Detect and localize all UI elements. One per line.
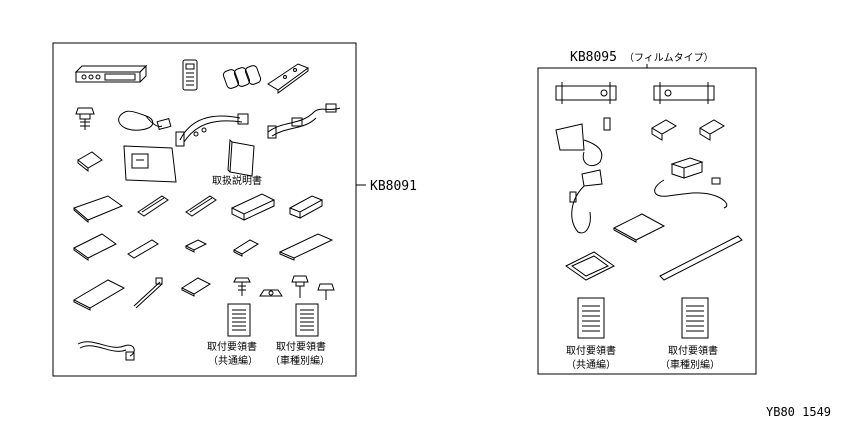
figure-id: YB80 1549	[766, 405, 831, 419]
install-manual-vehicle-icon	[295, 303, 319, 337]
bracket-plate-icon	[555, 82, 617, 104]
small-pad-icon	[184, 239, 208, 253]
screw-icon	[233, 277, 251, 296]
wire-harness-icon	[175, 113, 249, 147]
coiled-cord-icon	[77, 341, 135, 361]
left-install-vehicle-title: 取付要領書	[276, 340, 326, 353]
left-install-vehicle-sub: （車種別編）	[270, 354, 330, 367]
film-antenna-icon	[555, 117, 611, 167]
install-manual-common-icon	[577, 297, 605, 339]
small-card-icon	[77, 151, 103, 173]
block-icon	[288, 195, 324, 219]
left-manual-label: 取扱説明書	[212, 174, 262, 187]
antenna-amplifier-icon	[654, 157, 728, 209]
right-install-vehicle-sub: （車種別編）	[660, 358, 720, 371]
bolt-washer-icon	[291, 275, 309, 298]
power-cable-icon	[267, 103, 341, 139]
film-sheet-icon	[73, 233, 117, 261]
mounting-bracket-icon	[267, 63, 310, 94]
box-icon	[230, 193, 276, 221]
protective-pouch-icon	[565, 251, 615, 281]
cover-sheet-icon	[72, 279, 126, 311]
double-sided-tape-icon	[180, 277, 212, 297]
film-antenna-icon	[569, 169, 603, 234]
right-install-common-sub: （共通編）	[566, 358, 616, 371]
small-strip-icon	[127, 239, 159, 259]
gps-antenna-icon	[118, 110, 172, 131]
install-manual-vehicle-icon	[681, 297, 709, 339]
sheet-icon	[123, 145, 177, 183]
film-sheet-large-icon	[73, 195, 124, 224]
batteries-icon	[222, 65, 262, 89]
tape-icon	[232, 239, 260, 257]
film-sheet-icon	[612, 213, 666, 243]
right-kit-variant: （フィルムタイプ）	[624, 52, 714, 64]
connector-clip-icon	[651, 119, 677, 141]
bolt-icon	[317, 283, 335, 300]
right-kit-code: KB8095	[570, 50, 617, 65]
left-kit-frame	[52, 42, 357, 377]
bolt-icon	[75, 107, 95, 130]
panel-icon	[278, 233, 334, 261]
navigation-unit-icon	[74, 64, 148, 83]
right-install-vehicle-title: 取付要領書	[668, 344, 718, 357]
bracket-plate-icon	[653, 82, 715, 104]
nut-icon	[259, 289, 283, 297]
remote-control-icon	[182, 59, 198, 91]
right-install-common-title: 取付要領書	[566, 344, 616, 357]
instruction-manual-icon	[227, 138, 255, 177]
right-kit-frame	[537, 67, 757, 375]
strip-icon	[137, 195, 169, 217]
install-manual-common-icon	[227, 303, 251, 337]
connector-clip-icon	[699, 119, 725, 141]
left-install-common-sub: （共通編）	[208, 354, 258, 367]
left-kit-code: KB8091	[370, 179, 417, 194]
cable-tie-icon	[133, 277, 163, 309]
molding-strip-icon	[659, 235, 743, 281]
left-install-common-title: 取付要領書	[207, 340, 257, 353]
strip-icon	[185, 195, 217, 217]
